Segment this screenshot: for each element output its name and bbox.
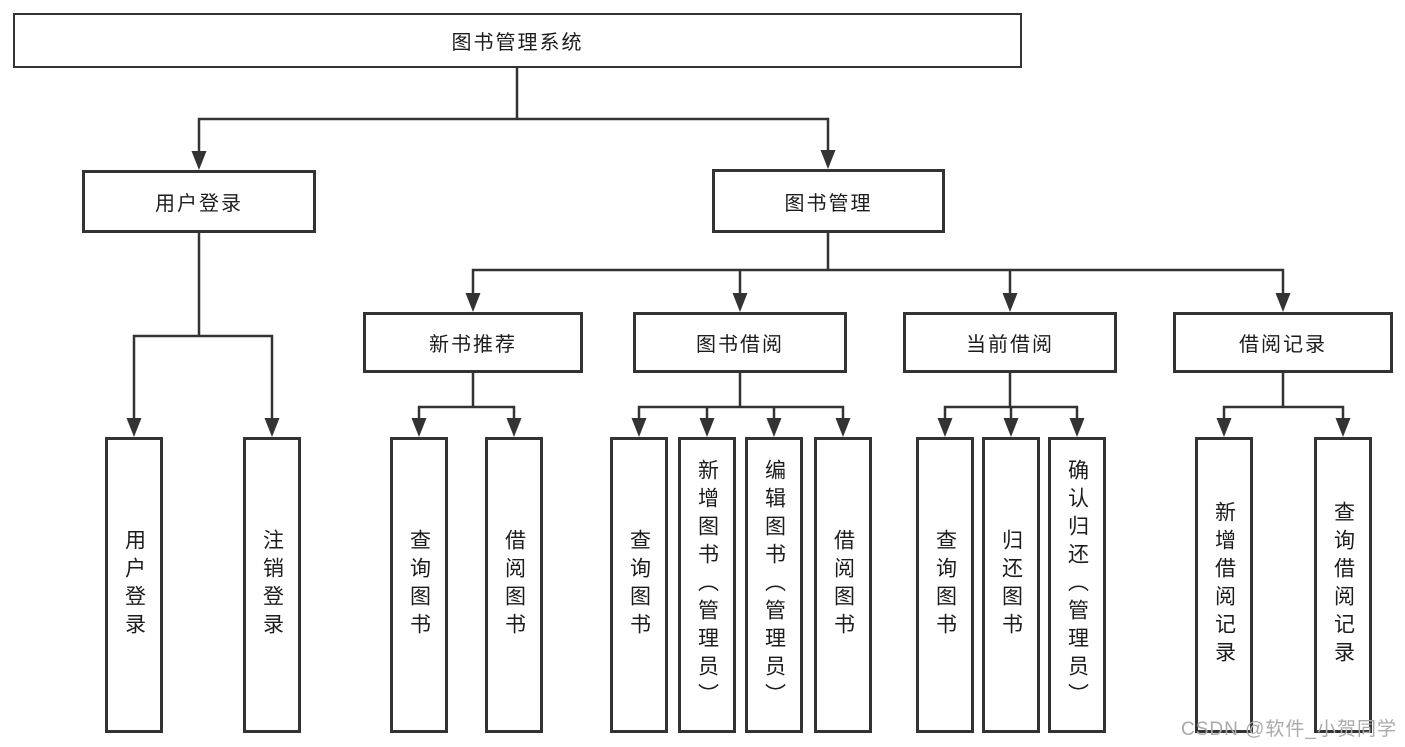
leaf-add-borrow-record: 新增借阅记录 <box>1195 437 1253 733</box>
arrow-down-icon <box>126 418 142 437</box>
leaf-query-books-current: 查询图书 <box>916 437 974 733</box>
node-label: 归还图书 <box>999 529 1023 641</box>
node-label: 图书借阅 <box>696 334 784 356</box>
node-label: 编辑图书（管理员） <box>762 459 786 711</box>
arrow-down-icon <box>820 150 836 169</box>
node-label: 查询图书 <box>933 529 957 641</box>
leaf-user-login: 用户登录 <box>105 437 163 733</box>
connector-lines <box>132 66 1345 423</box>
node-label: 新增图书（管理员） <box>695 459 719 711</box>
arrow-down-icon <box>699 418 715 437</box>
node-label: 确认归还（管理员） <box>1065 459 1089 711</box>
arrow-down-icon <box>766 418 782 437</box>
node-label: 查询借阅记录 <box>1331 501 1355 669</box>
node-label: 借阅记录 <box>1239 334 1327 356</box>
node-current-borrow: 当前借阅 <box>903 312 1117 373</box>
leaf-confirm-return-admin: 确认归还（管理员） <box>1048 437 1106 733</box>
node-label: 查询图书 <box>627 529 651 641</box>
arrow-down-icon <box>465 293 481 312</box>
leaf-edit-books-admin: 编辑图书（管理员） <box>745 437 803 733</box>
arrow-down-icon <box>506 418 522 437</box>
arrow-down-icon <box>264 418 280 437</box>
arrow-down-icon <box>191 151 207 170</box>
arrow-down-icon <box>1069 418 1085 437</box>
node-label: 注销登录 <box>260 529 284 641</box>
node-label: 图书管理 <box>784 192 873 215</box>
arrow-down-icon <box>1002 293 1018 312</box>
node-label: 图书管理系统 <box>451 32 584 54</box>
leaf-query-books-borrow: 查询图书 <box>610 437 668 733</box>
node-label: 用户登录 <box>155 193 243 215</box>
node-user-login: 用户登录 <box>82 170 316 233</box>
leaf-query-borrow-record: 查询借阅记录 <box>1314 437 1372 733</box>
arrow-down-icon <box>1216 418 1232 437</box>
node-book-borrow: 图书借阅 <box>633 312 847 373</box>
node-new-book-recommend: 新书推荐 <box>363 312 583 373</box>
node-label: 用户登录 <box>122 529 146 641</box>
leaf-borrow-books-recommend: 借阅图书 <box>485 437 543 733</box>
arrow-down-icon <box>937 418 953 437</box>
arrow-down-icon <box>411 418 427 437</box>
arrow-down-icon <box>1335 418 1351 437</box>
arrow-down-icon <box>835 418 851 437</box>
arrow-down-icon <box>732 293 748 312</box>
node-label: 查询图书 <box>407 529 431 641</box>
node-label: 新书推荐 <box>429 334 517 356</box>
leaf-return-books: 归还图书 <box>982 437 1040 733</box>
leaf-add-books-admin: 新增图书（管理员） <box>678 437 736 733</box>
node-label: 借阅图书 <box>502 529 526 641</box>
arrow-down-icon <box>631 418 647 437</box>
csdn-watermark: CSDN @软件_小贺同学 <box>1181 719 1397 740</box>
node-root-system: 图书管理系统 <box>13 13 1022 68</box>
arrowheads <box>126 150 1351 437</box>
arrow-down-icon <box>1275 293 1291 312</box>
leaf-borrow-books: 借阅图书 <box>814 437 872 733</box>
node-book-management: 图书管理 <box>712 169 945 233</box>
node-label: 借阅图书 <box>831 529 855 641</box>
node-label: 当前借阅 <box>966 334 1054 356</box>
node-borrow-records: 借阅记录 <box>1173 312 1393 373</box>
arrow-down-icon <box>1003 418 1019 437</box>
node-label: 新增借阅记录 <box>1212 501 1236 669</box>
leaf-logout: 注销登录 <box>243 437 301 733</box>
leaf-query-books-recommend: 查询图书 <box>390 437 448 733</box>
